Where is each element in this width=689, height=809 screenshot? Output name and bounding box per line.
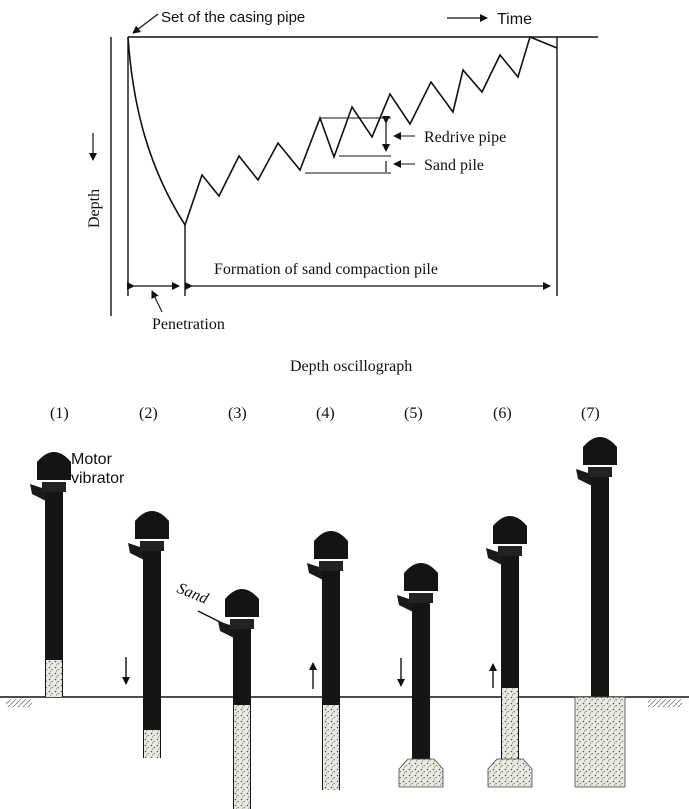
pile-rig-7 (574, 437, 626, 788)
casing-pipe-1 (45, 492, 63, 697)
collar-4 (319, 561, 343, 571)
pile-rig-2 (128, 511, 169, 758)
motor-vibrator-head-2 (135, 511, 169, 539)
motor-vibrator-head-7 (583, 437, 617, 465)
sand-fill-2 (144, 730, 160, 758)
sand-compaction-pile-7 (574, 696, 626, 788)
step-label-5: (5) (404, 405, 423, 422)
penetration-label: Penetration (152, 316, 225, 333)
oscillograph-caption: Depth oscillograph (290, 358, 412, 375)
vibrator-label: vibrator (71, 470, 125, 487)
motor-vibrator-head-5 (404, 563, 438, 591)
pile-rig-1 (30, 452, 71, 697)
collar-3 (230, 619, 254, 629)
sand-fill-1 (46, 660, 62, 697)
redrive-label: Redrive pipe (424, 129, 506, 146)
collar-7 (588, 467, 612, 477)
collar-1 (42, 482, 66, 492)
depth-label: Depth (86, 189, 103, 228)
collar-6 (498, 546, 522, 556)
set-casing-label: Set of the casing pipe (161, 9, 305, 26)
motor-vibrator-head-4 (314, 531, 348, 559)
depth-trace (127, 35, 558, 227)
step-label-4: (4) (316, 405, 335, 422)
motor-vibrator-head-6 (493, 516, 527, 544)
casing-pipe-5 (412, 603, 430, 787)
motor-vibrator-head-3 (225, 589, 259, 617)
collar-2 (140, 541, 164, 551)
ground-hatch-left (6, 699, 32, 707)
sand-label: Sand (175, 580, 212, 608)
casing-pipe-2 (143, 551, 161, 758)
step-label-6: (6) (493, 405, 512, 422)
step-label-1: (1) (50, 405, 69, 422)
pile-rigs (30, 437, 626, 809)
sand-fill-3 (234, 705, 250, 809)
sandpile-label: Sand pile (424, 157, 484, 174)
pile-rig-4 (307, 531, 348, 790)
process-sequence: (1) (2) (3) (4) (5) (6) (7) Motor vibrat… (0, 405, 689, 809)
set-casing-arrow (132, 13, 159, 34)
motor-vibrator-head-1 (37, 452, 71, 480)
step-label-7: (7) (581, 405, 600, 422)
pile-rig-6 (486, 516, 533, 788)
time-label: Time (497, 11, 532, 28)
penetration-pointer (151, 290, 163, 313)
motor-label: Motor (71, 451, 113, 468)
oscillograph: Set of the casing pipe Time Depth Redriv… (86, 9, 598, 375)
collar-5 (409, 593, 433, 603)
ground-hatch-right (648, 699, 682, 707)
formation-label: Formation of sand compaction pile (214, 261, 438, 278)
sand-bulb-5 (398, 758, 444, 788)
sand-fill-4 (323, 705, 339, 790)
sand-bulb-6 (487, 758, 533, 788)
step-label-3: (3) (228, 405, 247, 422)
pile-rig-5 (397, 563, 444, 788)
pile-rig-3 (218, 589, 259, 809)
step-label-2: (2) (139, 405, 158, 422)
